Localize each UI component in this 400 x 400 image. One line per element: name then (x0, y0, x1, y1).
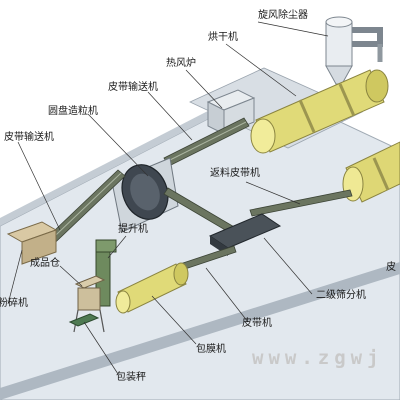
product-bin (73, 275, 106, 333)
label-belt-conveyor-left: 皮带输送机 (4, 130, 54, 143)
back-wall (0, 80, 268, 226)
label-disc-granulator: 圆盘造粒机 (48, 104, 98, 117)
label-belt-conveyor-top: 皮带输送机 (108, 80, 158, 93)
label-return-belt: 返料皮带机 (210, 166, 260, 179)
label-secondary-screen: 二级筛分机 (316, 288, 366, 301)
label-packing-scale: 包装秤 (116, 370, 146, 383)
floor-slab-edge (0, 262, 400, 400)
coating-machine (115, 262, 189, 314)
packing-scale (68, 313, 100, 327)
label-hot-air-furnace: 热风炉 (166, 56, 196, 69)
label-crusher: 粉碎机 (0, 296, 28, 309)
label-elevator: 提升机 (118, 222, 148, 235)
label-dryer: 烘干机 (208, 30, 238, 43)
disc-granulator (111, 157, 179, 233)
label-belt-conveyor-bottom: 皮带机 (242, 316, 272, 329)
watermark: www.zgwj (252, 347, 384, 369)
leader-lines (7, 21, 329, 375)
crusher (6, 221, 58, 265)
label-cooler: 皮 (386, 260, 396, 273)
label-coating-machine: 包膜机 (196, 342, 226, 355)
label-cyclone: 旋风除尘器 (258, 8, 308, 21)
label-product-bin: 成品仓 (30, 256, 60, 269)
rotary-dryer (250, 69, 389, 154)
return-belt-conveyor (249, 189, 353, 217)
